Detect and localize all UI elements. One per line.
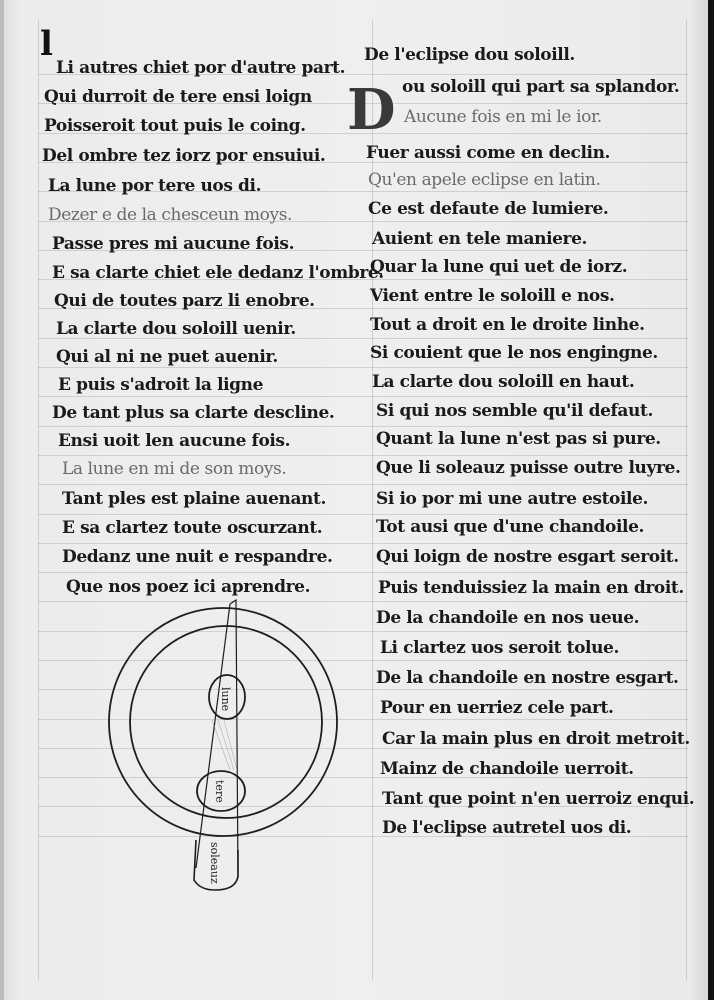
- moon-circle: [208, 674, 246, 720]
- ruling-line: [38, 191, 688, 192]
- ruling-line: [38, 162, 688, 163]
- text-line: Que nos poez ici aprendre.: [66, 577, 311, 597]
- ruling-line: [38, 777, 688, 778]
- text-line: La clarte dou soloill en haut.: [372, 372, 635, 392]
- text-line: La lune por tere uos di.: [48, 176, 262, 196]
- text-line: Si qui nos semble qu'il defaut.: [376, 401, 653, 421]
- text-line: Car la main plus en droit metroit.: [382, 729, 690, 749]
- text-line: Aucune fois en mi le ior.: [404, 107, 602, 127]
- moon-label: lune: [219, 687, 232, 712]
- page-left-edge: [0, 0, 4, 1000]
- decorated-initial-l: l: [40, 24, 53, 64]
- ruling-line: [38, 221, 688, 222]
- text-line: Qui al ni ne puet auenir.: [56, 347, 278, 367]
- section-heading: De l'eclipse dou soloill.: [364, 45, 575, 65]
- outer-orbit-circle: [108, 607, 338, 837]
- ruling-line: [38, 74, 688, 75]
- ruling-line: [38, 689, 688, 690]
- text-line: Ensi uoit len aucune fois.: [58, 431, 291, 451]
- ruling-line: [38, 660, 688, 661]
- text-line: Qui loign de nostre esgart seroit.: [376, 547, 679, 567]
- ruling-line: [38, 250, 688, 251]
- text-line: Mainz de chandoile uerroit.: [380, 759, 634, 779]
- ruling-line: [38, 836, 688, 837]
- ruling-line: [38, 133, 688, 134]
- text-line: Fuer aussi come en declin.: [366, 143, 611, 163]
- text-line: E puis s'adroit la ligne: [58, 375, 264, 395]
- text-line: Tant que point n'en uerroiz enqui.: [382, 789, 695, 809]
- text-line: Vient entre le soloill e nos.: [370, 286, 615, 306]
- text-line: Tot ausi que d'une chandoile.: [376, 517, 645, 537]
- inner-orbit-circle: [129, 625, 323, 819]
- text-line: Quant la lune n'est pas si pure.: [376, 429, 661, 449]
- text-line: Qui de toutes parz li enobre.: [54, 291, 315, 311]
- ruling-line: [38, 601, 688, 602]
- text-line: De l'eclipse autretel uos di.: [382, 818, 632, 838]
- ruling-line: [38, 103, 688, 104]
- sun-label: soleauz: [208, 842, 221, 884]
- ruling-line: [38, 543, 688, 544]
- text-line: ou soloill qui part sa splandor.: [402, 77, 680, 97]
- ruling-line: [38, 484, 688, 485]
- text-line: Tant ples est plaine auenant.: [62, 489, 326, 509]
- text-line: Poisseroit tout puis le coing.: [44, 116, 306, 136]
- text-line: De la chandoile en nostre esgart.: [376, 668, 679, 688]
- text-line: Del ombre tez iorz por ensuiui.: [42, 146, 326, 166]
- earth-label: tere: [213, 780, 226, 803]
- ruling-line: [38, 308, 688, 309]
- ruling-line: [38, 806, 688, 807]
- text-line: La clarte dou soloill uenir.: [56, 319, 296, 339]
- text-line: Li clartez uos seroit tolue.: [380, 638, 619, 658]
- ruling-line: [38, 396, 688, 397]
- decorated-initial-d: D: [347, 77, 396, 143]
- text-line: Tout a droit en le droite linhe.: [370, 315, 645, 335]
- text-line: Quar la lune qui uet de iorz.: [370, 257, 628, 277]
- text-line: E sa clartez toute oscurzant.: [62, 518, 323, 538]
- ruling-line: [38, 455, 688, 456]
- column-divider-rule: [372, 20, 373, 980]
- ruling-line: [38, 572, 688, 573]
- text-line: Si couient que le nos engingne.: [370, 343, 658, 363]
- ruling-line: [38, 338, 688, 339]
- text-line: Si io por mi une autre estoile.: [376, 489, 649, 509]
- text-line: Auient en tele maniere.: [372, 229, 588, 249]
- ruling-line: [38, 426, 688, 427]
- text-line: Pour en uerriez cele part.: [380, 698, 614, 718]
- text-line: Passe pres mi aucune fois.: [52, 234, 295, 254]
- ruling-line: [38, 279, 688, 280]
- ruling-line: [38, 367, 688, 368]
- earth-circle: [196, 770, 246, 812]
- page-right-edge: [708, 0, 714, 1000]
- text-line: Qui durroit de tere ensi loign: [44, 87, 312, 107]
- text-line: Puis tenduissiez la main en droit.: [378, 578, 684, 598]
- text-line: Dedanz une nuit e respandre.: [62, 547, 333, 567]
- text-line: Ce est defaute de lumiere.: [368, 199, 609, 219]
- left-margin-rule: [38, 20, 39, 980]
- text-line: Qu'en apele eclipse en latin.: [368, 170, 601, 190]
- text-line: Que li soleauz puisse outre luyre.: [376, 458, 681, 478]
- ruling-line: [38, 514, 688, 515]
- text-line: De la chandoile en nos ueue.: [376, 608, 640, 628]
- right-margin-rule: [686, 20, 687, 980]
- sun-lobe: [193, 839, 239, 891]
- ruling-line: [38, 719, 688, 720]
- text-line: De tant plus sa clarte descline.: [52, 403, 335, 423]
- text-line: La lune en mi de son moys.: [62, 459, 287, 479]
- text-line: Li autres chiet por d'autre part.: [56, 58, 346, 78]
- ruling-line: [38, 631, 688, 632]
- text-line: Dezer e de la chesceun moys.: [48, 205, 293, 225]
- text-line: E sa clarte chiet ele dedanz l'ombre.: [52, 263, 384, 283]
- ruling-line: [38, 748, 688, 749]
